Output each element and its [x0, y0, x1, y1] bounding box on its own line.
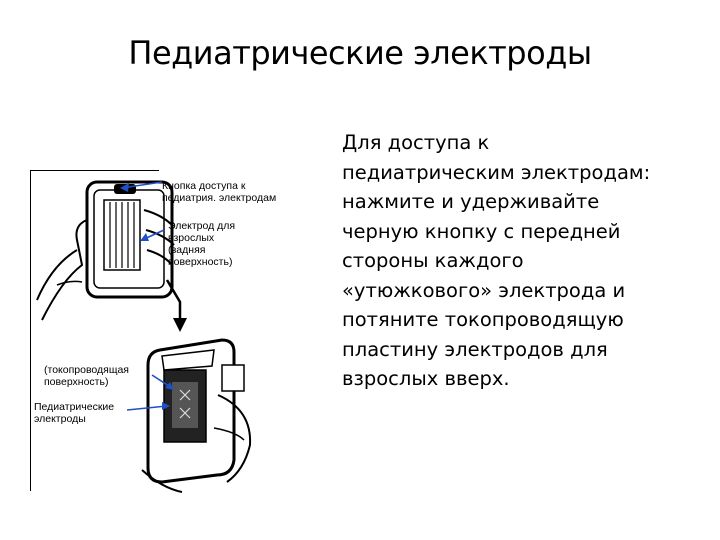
callout-line: (токопроводящая — [44, 364, 129, 376]
callout-line: педиатрия. электродам — [162, 192, 277, 204]
callout-line: поверхность) — [168, 256, 233, 268]
figure-frame — [30, 170, 159, 491]
instruction-line: стороны каждого — [342, 249, 524, 272]
callout-line: электроды — [34, 413, 86, 425]
pediatric-electrode-illustration — [36, 180, 252, 493]
callout-pediatric-electrodes: Педиатрические электроды — [34, 401, 114, 425]
callout-conductive-surface: (токопроводящая поверхность) — [44, 364, 129, 388]
instruction-line: черную кнопку с передней — [342, 219, 621, 243]
instruction-line: пластину электродов для — [342, 337, 608, 361]
callout-access-button: Кнопка доступа к педиатрия. электродам — [162, 180, 276, 204]
instruction-line: нажмите и удерживайте — [342, 190, 600, 213]
callout-line: Кнопка доступа к — [162, 180, 246, 192]
callout-line: Электрод для — [168, 220, 236, 232]
callout-adult-electrode: Электрод для взрослых (задняя поверхност… — [168, 220, 235, 268]
callout-line: Педиатрические — [34, 401, 115, 413]
callout-line: (задняя — [168, 244, 206, 256]
instruction-text: Для доступа к педиатрическим электродам:… — [342, 128, 712, 394]
instruction-line: взрослых вверх. — [342, 367, 510, 390]
instruction-line: «утюжкового» электрода и — [342, 278, 626, 302]
callout-line: поверхность) — [44, 376, 109, 388]
instruction-line: потяните токопроводящую — [342, 308, 624, 331]
instruction-line: Для доступа к — [342, 131, 490, 154]
slide-title: Педиатрические электроды — [128, 34, 592, 72]
callout-line: взрослых — [168, 232, 215, 244]
instruction-line: педиатрическим электродам: — [342, 160, 651, 184]
